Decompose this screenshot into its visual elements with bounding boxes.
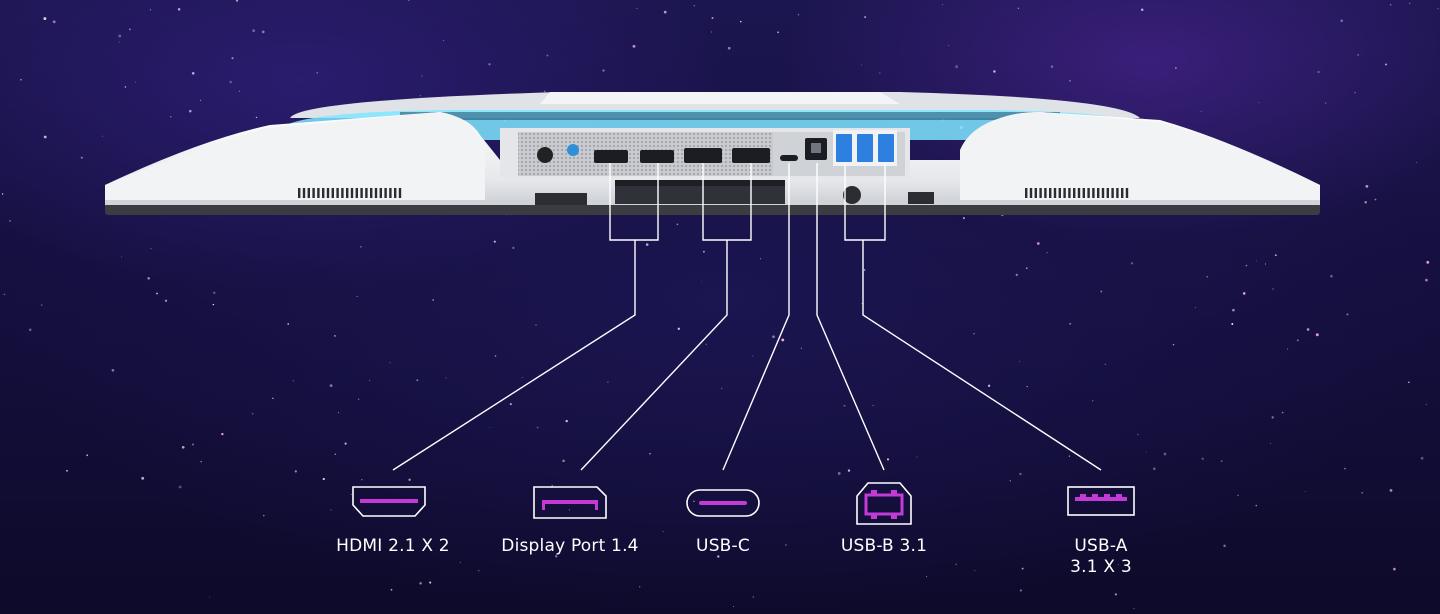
- usb-b-icon: [856, 482, 912, 525]
- displayport-icon: [533, 486, 607, 519]
- audio-jack: [537, 147, 553, 163]
- displayport-label: Display Port 1.4: [501, 536, 639, 556]
- usb-a-port-1: [836, 134, 852, 162]
- usb-c-icon: [686, 489, 760, 517]
- usb-c-callout-line: [722, 163, 790, 471]
- usb-c-label: USB-C: [696, 536, 750, 556]
- usb-a-label: USB-A 3.1 X 3: [1041, 536, 1161, 578]
- usb-c-port: [780, 155, 798, 161]
- usb-a-port-2: [857, 134, 873, 162]
- usb-a-callout-line: [844, 163, 886, 241]
- power-button: [567, 144, 579, 156]
- hdmi-port-2: [640, 150, 674, 163]
- displayport-port-1: [684, 148, 722, 163]
- callout-lines: [392, 163, 1102, 471]
- monitor-ports: [537, 134, 894, 163]
- displayport-port-2: [732, 148, 770, 163]
- usb-a-label-line1: USB-A: [1074, 536, 1128, 556]
- usb-a-label-line2: 3.1 X 3: [1070, 557, 1132, 577]
- usb-b-callout-line: [816, 163, 885, 471]
- hdmi-callout-line: [609, 163, 659, 241]
- usb-b-label: USB-B 3.1: [840, 536, 928, 556]
- hdmi-label: HDMI 2.1 X 2: [336, 536, 450, 556]
- usb-a-icon: [1067, 486, 1135, 516]
- hdmi-icon: [352, 486, 426, 517]
- usb-a-port-3: [878, 134, 894, 162]
- hdmi-port-1: [594, 150, 628, 163]
